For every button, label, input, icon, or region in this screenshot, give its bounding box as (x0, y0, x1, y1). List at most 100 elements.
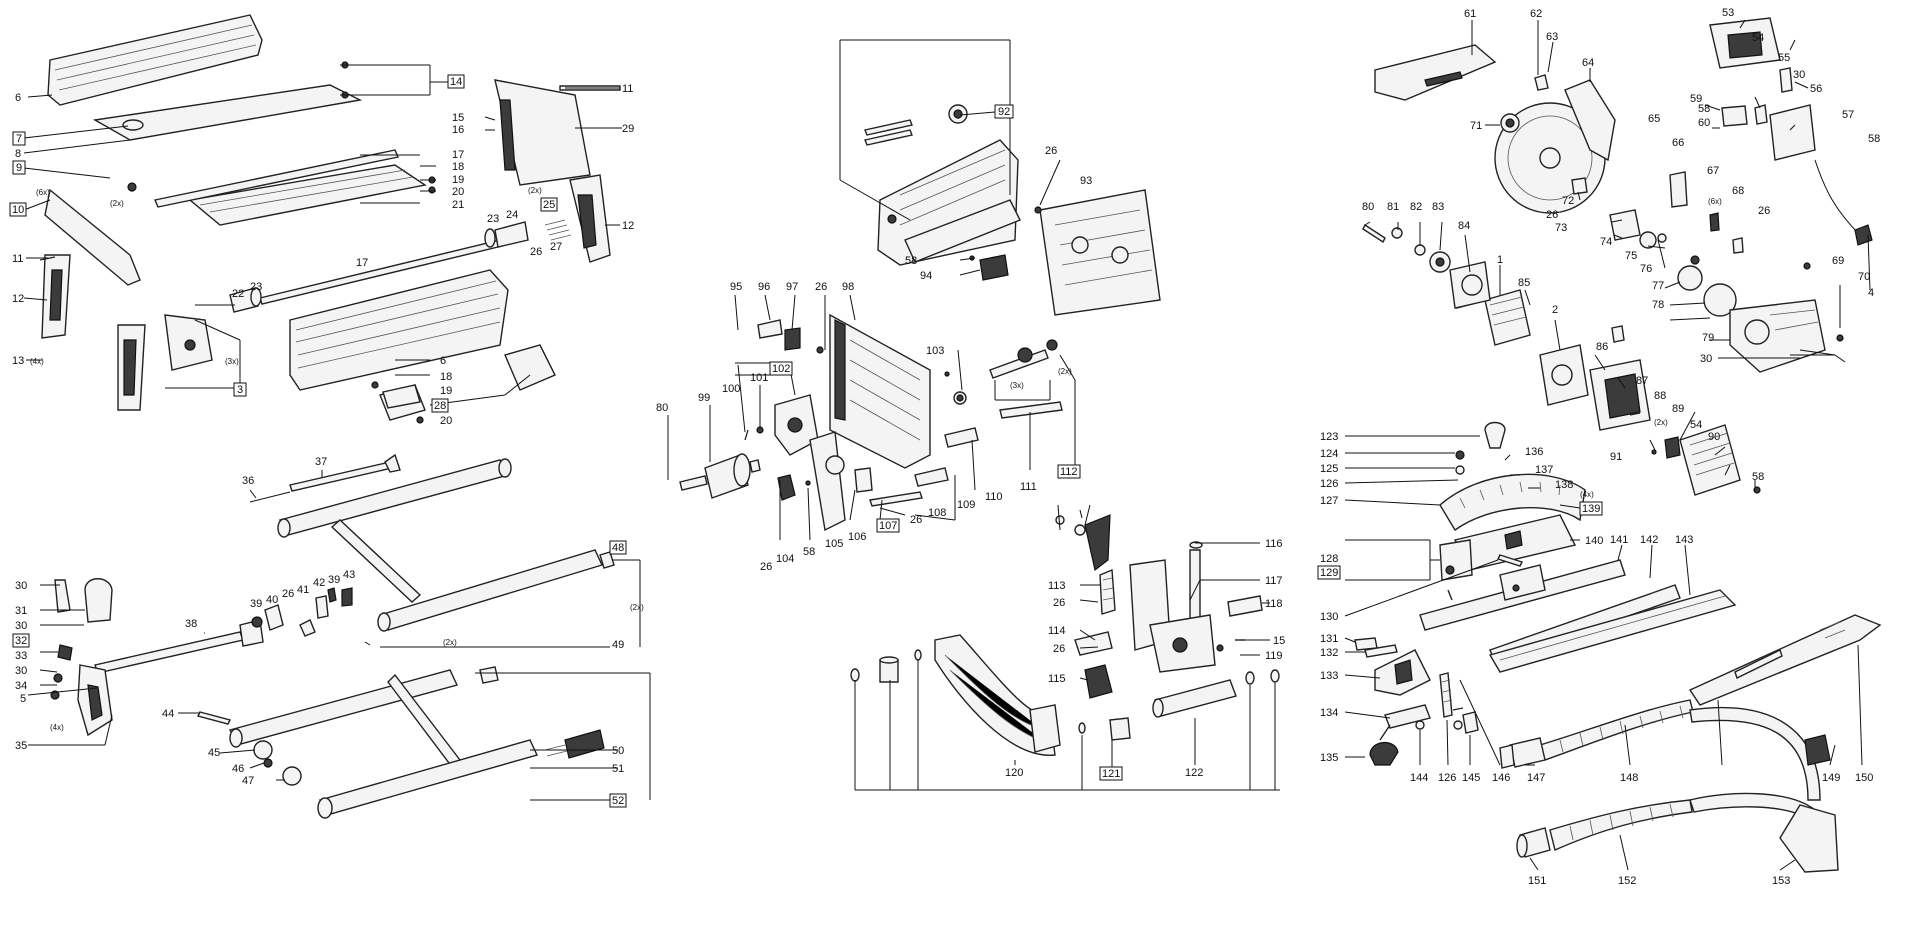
part-label-151: 151 (1528, 875, 1546, 887)
part-label-137: 137 (1535, 464, 1553, 476)
part-label-56: 56 (1810, 83, 1822, 95)
part-label-133: 133 (1320, 670, 1338, 682)
motor-blade-assembly (1362, 17, 1873, 496)
qty-label-2x-b: (2x) (528, 186, 542, 195)
part-label-45: 45 (208, 747, 220, 759)
part-label-104: 104 (776, 553, 794, 565)
qty-label-4x-b: (4x) (50, 723, 64, 732)
part-label-143: 143 (1675, 534, 1693, 546)
part-label-94: 94 (920, 270, 932, 282)
part-label-66: 66 (1672, 137, 1684, 149)
part-label-60: 60 (1698, 117, 1710, 129)
part-label-26j: 26 (1546, 209, 1558, 221)
part-label-18a: 18 (452, 161, 464, 173)
part-label-98: 98 (842, 281, 854, 293)
part-label-28: 28 (434, 400, 446, 412)
part-label-1: 1 (1497, 254, 1503, 266)
riving-knife-mount-assembly (1055, 514, 1263, 699)
part-label-17a: 17 (452, 149, 464, 161)
part-label-16: 16 (452, 124, 464, 136)
part-label-49: 49 (612, 639, 624, 651)
part-label-125: 125 (1320, 463, 1338, 475)
part-label-120: 120 (1005, 767, 1023, 779)
part-label-73: 73 (1555, 222, 1567, 234)
part-label-132: 132 (1320, 647, 1338, 659)
part-label-75: 75 (1625, 250, 1637, 262)
part-label-119: 119 (1265, 650, 1283, 662)
part-label-70: 70 (1858, 271, 1870, 283)
part-label-35: 35 (15, 740, 27, 752)
part-label-10: 10 (12, 204, 24, 216)
part-label-69: 69 (1832, 255, 1844, 267)
part-label-77: 77 (1652, 280, 1664, 292)
part-label-115: 115 (1048, 673, 1066, 685)
part-label-23b: 23 (250, 281, 262, 293)
part-label-80a: 80 (656, 402, 668, 414)
part-label-24: 24 (506, 209, 518, 221)
part-label-38: 38 (185, 618, 197, 630)
part-label-139: 139 (1582, 503, 1600, 515)
part-label-33: 33 (15, 650, 27, 662)
part-label-97: 97 (786, 281, 798, 293)
part-label-31: 31 (15, 605, 27, 617)
part-label-130: 130 (1320, 611, 1338, 623)
part-label-136: 136 (1525, 446, 1543, 458)
part-label-25: 25 (543, 199, 555, 211)
part-label-23a: 23 (487, 213, 499, 225)
part-label-30d: 30 (1700, 353, 1712, 365)
part-label-99: 99 (698, 392, 710, 404)
qty-label-4x-a: (4x) (30, 357, 44, 366)
part-label-107: 107 (879, 520, 897, 532)
part-label-114: 114 (1048, 625, 1066, 637)
part-label-128: 128 (1320, 553, 1338, 565)
swivel-bracket-assembly (850, 634, 1280, 756)
leader-lines (23, 19, 1871, 871)
part-label-19a: 19 (452, 174, 464, 186)
part-label-110: 110 (985, 491, 1003, 503)
part-label-59: 59 (1690, 93, 1702, 105)
part-label-140: 140 (1585, 535, 1603, 547)
part-label-141: 141 (1610, 534, 1628, 546)
part-label-39b: 39 (328, 574, 340, 586)
part-label-20b: 20 (440, 415, 452, 427)
part-label-102: 102 (772, 363, 790, 375)
part-label-85: 85 (1518, 277, 1530, 289)
part-label-12a: 12 (12, 293, 24, 305)
part-label-58e: 58 (1752, 471, 1764, 483)
part-label-40: 40 (266, 594, 278, 606)
part-label-129: 129 (1320, 567, 1338, 579)
part-label-91: 91 (1610, 451, 1622, 463)
part-label-26i: 26 (1758, 205, 1770, 217)
part-label-131: 131 (1320, 633, 1338, 645)
part-label-41: 41 (297, 584, 309, 596)
part-label-118: 118 (1265, 598, 1283, 610)
part-label-62: 62 (1530, 8, 1542, 20)
qty-label-3x-b: (3x) (1010, 381, 1024, 390)
qty-label-2x-a: (2x) (110, 199, 124, 208)
part-label-26d: 26 (815, 281, 827, 293)
part-label-13: 13 (12, 355, 24, 367)
part-label-27: 27 (550, 241, 562, 253)
part-label-11b: 11 (622, 83, 633, 95)
part-label-117: 117 (1265, 575, 1283, 587)
part-label-51: 51 (612, 763, 624, 775)
part-label-30c: 30 (15, 665, 27, 677)
qty-label-2x-c: (2x) (630, 603, 644, 612)
part-label-54a: 54 (1752, 32, 1764, 44)
part-label-15b: 15 (1273, 635, 1285, 647)
part-label-22: 22 (232, 288, 244, 300)
part-label-26a: 26 (530, 246, 542, 258)
part-label-108: 108 (928, 507, 946, 519)
part-label-109: 109 (957, 499, 975, 511)
part-label-55: 55 (1778, 52, 1790, 64)
part-label-42: 42 (313, 577, 325, 589)
part-label-50: 50 (612, 745, 624, 757)
part-label-124: 124 (1320, 448, 1338, 460)
rip-fence-assembly (864, 104, 1161, 316)
part-label-96: 96 (758, 281, 770, 293)
part-label-53: 53 (1722, 7, 1734, 19)
part-label-58c: 58 (1868, 133, 1880, 145)
part-label-101: 101 (750, 372, 768, 384)
part-label-90: 90 (1708, 431, 1720, 443)
